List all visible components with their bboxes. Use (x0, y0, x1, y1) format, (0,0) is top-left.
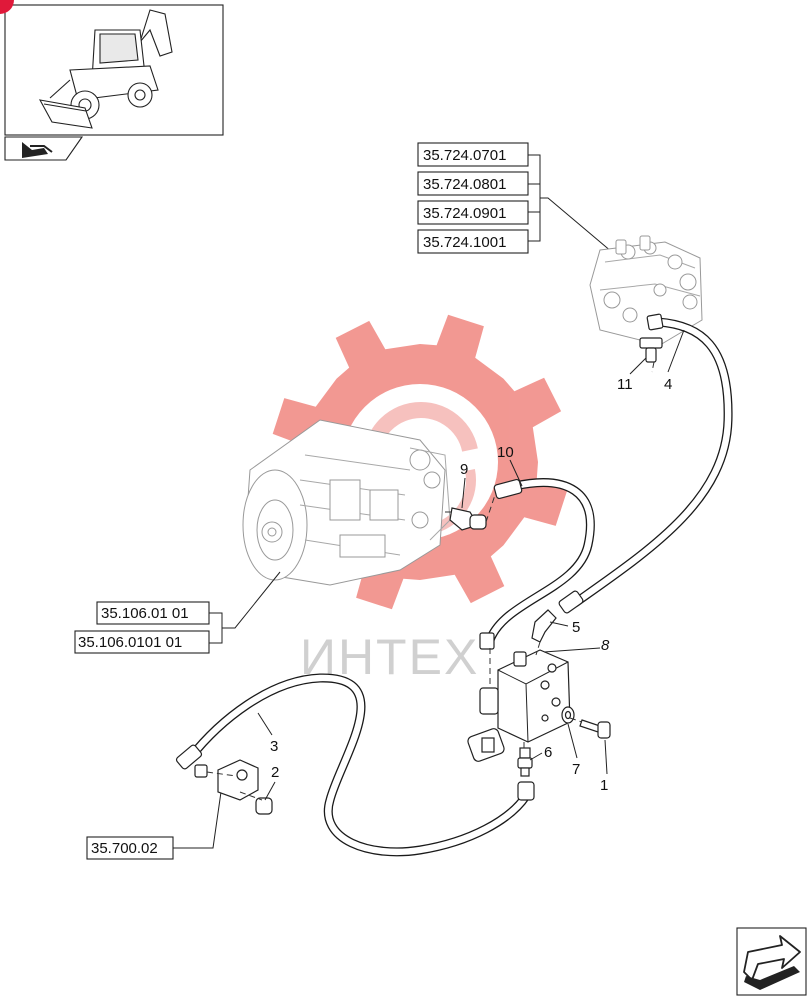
tee-fitting-11 (639, 337, 663, 363)
callout-7[interactable]: 7 (567, 723, 580, 778)
ref-box-35-724-0701[interactable]: 35.724.0701 (417, 142, 529, 167)
thumbnail-panel[interactable] (4, 4, 224, 136)
svg-text:11: 11 (617, 376, 633, 393)
svg-text:10: 10 (497, 444, 514, 461)
washer-7 (561, 706, 575, 724)
svg-text:7: 7 (572, 761, 580, 778)
assembly-lines (239, 361, 655, 801)
svg-text:35.724.0901: 35.724.0901 (423, 205, 506, 222)
svg-text:35.724.1001: 35.724.1001 (423, 234, 506, 251)
hose-10 (479, 478, 595, 650)
svg-text:35.724.0701: 35.724.0701 (423, 147, 506, 164)
callout-11[interactable]: 11 (617, 357, 647, 393)
loader-reference: 35.700.02 (86, 784, 223, 860)
svg-text:35.106.0101 01: 35.106.0101 01 (78, 634, 182, 651)
callout-1[interactable]: 1 (600, 739, 608, 794)
bracket-2 (194, 759, 259, 801)
hose-3 (175, 673, 535, 857)
valve-block-8 (467, 649, 571, 762)
svg-text:5: 5 (572, 619, 580, 636)
svg-text:1: 1 (600, 777, 608, 794)
group-navigation-tab[interactable] (4, 136, 84, 161)
bolt-1 (579, 719, 611, 739)
callout-8[interactable]: 8 (543, 637, 610, 654)
svg-text:6: 6 (544, 744, 552, 761)
adapter-fitting-6 (517, 747, 533, 777)
next-page-button[interactable] (736, 927, 807, 996)
callout-9[interactable]: 9 (460, 461, 468, 509)
callout-5[interactable]: 5 (549, 619, 580, 636)
svg-text:35.106.01 01: 35.106.01 01 (101, 605, 189, 622)
callout-2[interactable]: 2 (264, 764, 279, 801)
next-page-arrow-icon (743, 935, 801, 990)
svg-text:2: 2 (271, 764, 279, 781)
callout-4[interactable]: 4 (664, 329, 685, 393)
ref-box-35-724-0801[interactable]: 35.724.0801 (417, 171, 529, 196)
callout-6[interactable]: 6 (529, 744, 552, 761)
corner-badge (0, 0, 14, 14)
pump-references: 35.106.01 01 35.106.0101 01 (74, 571, 281, 654)
elbow-fitting-9 (449, 507, 487, 531)
svg-text:4: 4 (664, 376, 672, 393)
ref-box-35-724-1001[interactable]: 35.724.1001 (417, 229, 529, 254)
piston-pump (242, 419, 451, 586)
ref-box-35-106-0101-01[interactable]: 35.106.0101 01 (74, 630, 210, 654)
valve-group-references: 35.724.0701 35.724.0801 35.724.0901 35.7… (417, 142, 613, 254)
svg-text:35.700.02: 35.700.02 (91, 840, 158, 857)
cap-2 (255, 797, 273, 815)
control-valve-block (589, 235, 703, 346)
svg-text:3: 3 (270, 738, 278, 755)
ref-box-35-106-01-01[interactable]: 35.106.01 01 (96, 601, 210, 625)
ref-box-35-724-0901[interactable]: 35.724.0901 (417, 200, 529, 225)
ref-box-35-700-02[interactable]: 35.700.02 (86, 836, 174, 860)
callout-3[interactable]: 3 (257, 712, 278, 755)
svg-text:35.724.0801: 35.724.0801 (423, 176, 506, 193)
group-navigation-icon (22, 142, 53, 158)
elbow-fitting-5 (531, 609, 557, 643)
backhoe-loader-icon (38, 9, 173, 129)
hose-4 (558, 313, 733, 614)
callout-10[interactable]: 10 (497, 444, 523, 487)
svg-text:9: 9 (460, 461, 468, 478)
svg-text:8: 8 (601, 637, 610, 654)
